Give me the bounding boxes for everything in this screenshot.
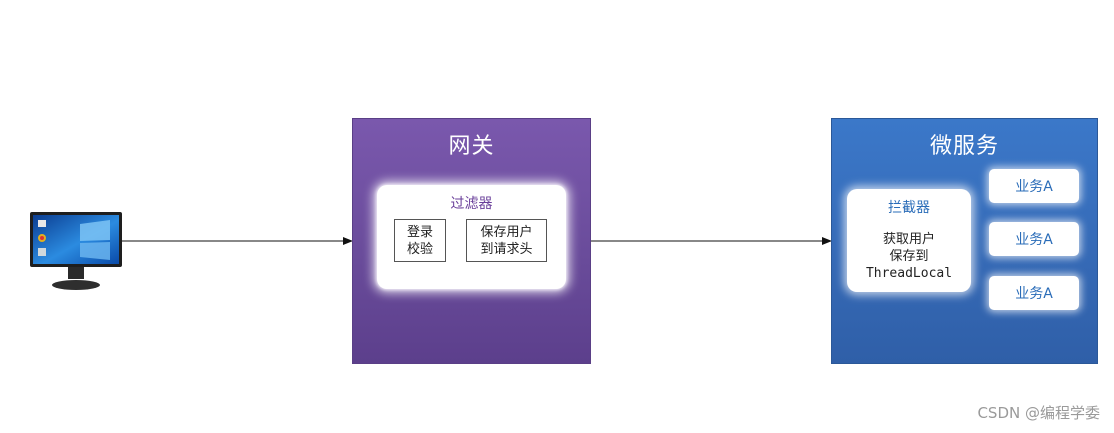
filter-title: 过滤器 xyxy=(450,196,493,212)
watermark: CSDN @编程学委 xyxy=(977,404,1100,422)
save-user-line2: 到请求头 xyxy=(480,241,533,257)
microservice-title: 微服务 xyxy=(929,134,999,159)
interceptor-box: 拦截器 获取用户 保存到 ThreadLocal xyxy=(847,189,971,292)
interceptor-description: 获取用户 保存到 ThreadLocal xyxy=(847,231,971,282)
business-a-box-1: 业务A xyxy=(989,169,1079,203)
gateway-panel: 网关 过滤器 登录 校验 保存用户 到请求头 xyxy=(352,118,591,364)
interceptor-line-1: 获取用户 xyxy=(882,232,935,247)
interceptor-line-2: 保存到 xyxy=(889,249,929,264)
business-a-box-2: 业务A xyxy=(989,222,1079,256)
microservice-panel: 微服务 拦截器 获取用户 保存到 ThreadLocal 业务A 业务A 业务A xyxy=(831,118,1098,364)
login-check-line2: 校验 xyxy=(406,241,433,257)
gateway-title: 网关 xyxy=(448,134,495,159)
login-check-step: 登录 校验 xyxy=(394,219,446,262)
login-check-line1: 登录 xyxy=(406,224,433,240)
computer-monitor-icon xyxy=(30,212,122,290)
save-user-line1: 保存用户 xyxy=(480,224,533,240)
save-user-to-header-step: 保存用户 到请求头 xyxy=(466,219,547,262)
interceptor-title: 拦截器 xyxy=(888,200,930,216)
business-a-box-3: 业务A xyxy=(989,276,1079,310)
filter-box: 过滤器 登录 校验 保存用户 到请求头 xyxy=(377,185,566,289)
interceptor-line-3: ThreadLocal xyxy=(865,266,953,281)
